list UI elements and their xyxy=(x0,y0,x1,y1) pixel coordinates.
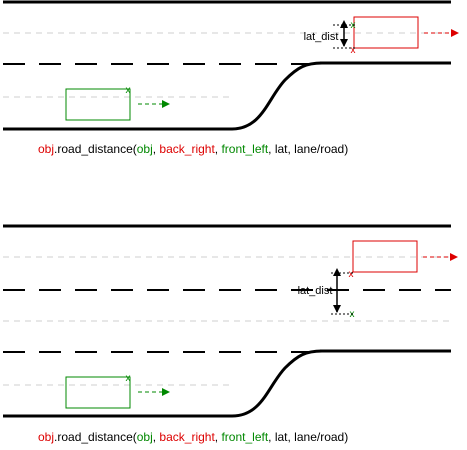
ego-vehicle-box xyxy=(65,88,131,121)
diagram-bottom: x x x lat_dist obj.road_distance(obj, ba… xyxy=(3,224,458,444)
diagram-top: x x x lat_dist obj.road_distance(obj, ba… xyxy=(3,0,459,156)
lat-dist-label: lat_dist xyxy=(304,31,339,43)
other-vehicle-box xyxy=(352,240,418,273)
lat-dist-label: lat_dist xyxy=(298,285,333,297)
road-edge-curve xyxy=(3,61,323,131)
function-caption: obj.road_distance(obj, back_right, front… xyxy=(38,430,348,444)
road-edge-curve xyxy=(3,349,323,418)
ego-vehicle-box xyxy=(65,376,131,409)
function-caption: obj.road_distance(obj, back_right, front… xyxy=(38,142,348,156)
x-marker-icon: x xyxy=(349,269,354,280)
x-marker-icon: x xyxy=(351,45,356,56)
x-marker-icon: x xyxy=(126,373,131,384)
x-marker-icon: x xyxy=(126,85,131,96)
other-vehicle-box xyxy=(353,16,419,49)
